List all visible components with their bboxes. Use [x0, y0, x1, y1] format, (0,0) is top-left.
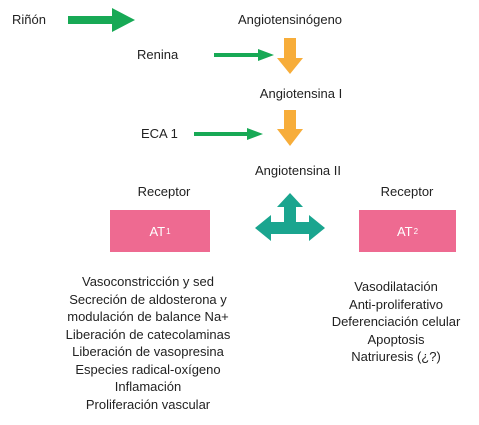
kidney-arrow: [68, 8, 135, 32]
at1-effect: Especies radical-oxígeno: [75, 361, 221, 377]
at1-effect: Proliferación vascular: [85, 396, 211, 412]
at1-effects-list: Vasoconstricción y sed Secreción de aldo…: [28, 273, 268, 413]
at1-effect: Liberación de catecolaminas: [65, 326, 231, 342]
receptor-at2-label: Receptor: [380, 184, 434, 199]
receptor-at1-label: Receptor: [137, 184, 191, 199]
at1-effect: Secreción de aldosterona y: [69, 291, 227, 307]
at1-effect: Inflamación: [114, 379, 182, 394]
renin-arrow: [214, 49, 274, 61]
at2-effect: Anti-proliferativo: [349, 296, 443, 312]
at2-effects-list: Vasodilatación Anti-proliferativo Defere…: [306, 278, 479, 366]
at1-box-subscript: 1: [166, 226, 171, 236]
at2-effect: Apoptosis: [367, 331, 425, 347]
at1-effect: modulación de balance Na+: [67, 309, 229, 324]
at1-box-label: AT: [149, 223, 166, 239]
orange-arrow-1: [277, 38, 303, 74]
ace1-label: ECA 1: [141, 126, 178, 141]
kidney-label: Riñón: [12, 12, 46, 27]
angiotensin-i-label: Angiotensina I: [259, 86, 343, 101]
receptor-split-arrow: [255, 193, 325, 241]
orange-arrow-2: [277, 110, 303, 146]
angiotensin-ii-label: Angiotensina II: [254, 163, 342, 178]
at1-effect: Vasoconstricción y sed: [82, 274, 214, 289]
at2-box-label: AT: [396, 223, 413, 239]
renin-label: Renina: [137, 47, 179, 62]
at2-effect: Vasodilatación: [354, 279, 438, 294]
angiotensinogen-label: Angiotensinógeno: [237, 12, 343, 27]
at2-box-subscript: 2: [413, 226, 419, 236]
at2-effect: Natriuresis (¿?): [351, 349, 441, 364]
ace1-arrow: [194, 128, 263, 140]
at1-effect: Liberación de vasopresina: [72, 344, 224, 359]
at2-effect: Deferenciación celular: [331, 314, 461, 329]
